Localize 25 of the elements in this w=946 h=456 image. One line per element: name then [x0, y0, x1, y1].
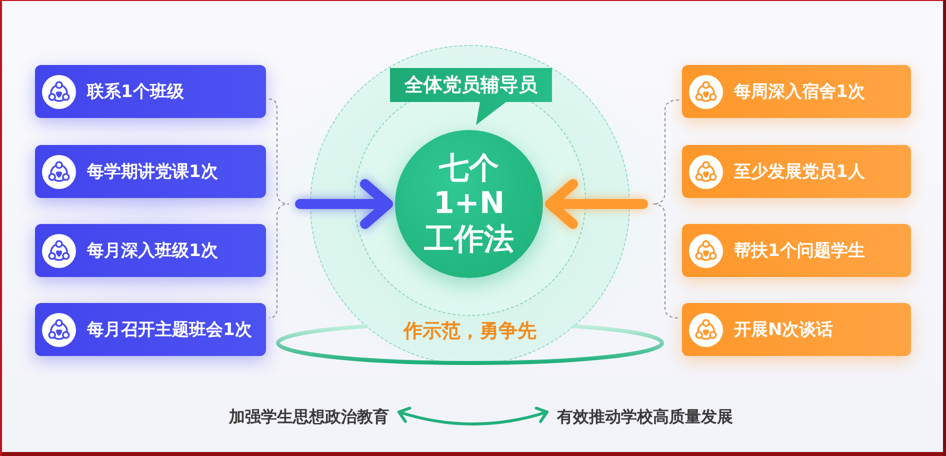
task-card [35, 145, 266, 198]
task-card [35, 224, 266, 277]
speech-bubble [390, 68, 552, 125]
task-card [682, 145, 911, 198]
task-card [682, 303, 911, 356]
bubble-text: 全体党员辅导员 [404, 74, 538, 96]
slogan-text: 作示范，勇争先 [404, 320, 536, 342]
goal-text: 有效推动学校高质量发展 [557, 407, 733, 427]
task-text: 每周深入宿舍1次 [734, 80, 865, 102]
arrow [295, 179, 393, 229]
task-card [682, 224, 911, 277]
task-text: 至少发展党员1人 [734, 160, 865, 182]
task-text: 每月召开主题班会1次 [87, 318, 252, 340]
task-text: 每月深入班级1次 [87, 240, 218, 262]
task-text: 帮扶1个问题学生 [734, 240, 865, 262]
task-text: 开展N次谈话 [734, 318, 834, 340]
arrow [545, 179, 648, 229]
task-text: 每学期讲党课1次 [87, 160, 218, 182]
task-card [35, 65, 266, 118]
goal-text: 加强学生思想政治教育 [229, 407, 389, 427]
task-text: 联系1个班级 [87, 80, 184, 102]
double-arrow [398, 406, 548, 426]
center-title: 七个1+N工作法 [423, 150, 515, 258]
task-card [682, 65, 911, 118]
task-card [35, 303, 266, 356]
